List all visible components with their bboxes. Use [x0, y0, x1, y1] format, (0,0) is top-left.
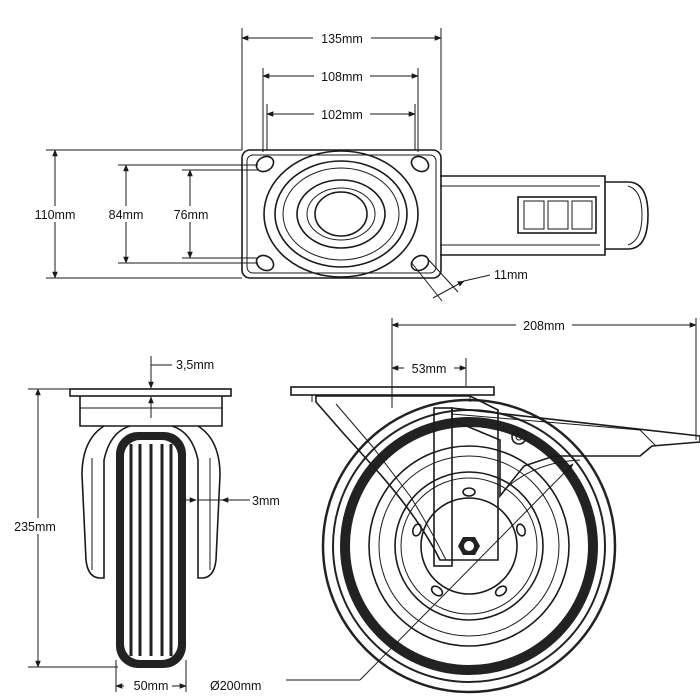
front-wheel [116, 432, 186, 668]
dim-bolt-vertical-84: 84mm [109, 208, 144, 222]
front-view: 3,5mm 235mm 3mm 50mm [8, 356, 280, 694]
front-fork [81, 425, 221, 579]
side-view: 208mm 53mm Ø200mm [210, 317, 700, 694]
dim-wheel-width: 50mm [134, 679, 169, 693]
swivel-bearing-top [263, 150, 419, 278]
dim-bolt-hole: 11mm [494, 268, 528, 282]
dim-bolt-vertical-76: 76mm [174, 208, 209, 222]
dim-side-reach: 208mm [523, 319, 565, 333]
side-wheel [321, 398, 617, 694]
top-view: 135mm 108mm 102mm 110mm 84mm 76mm [28, 28, 649, 302]
dim-plate-width: 135mm [321, 32, 363, 46]
dim-bolt-spacing-102: 102mm [321, 108, 363, 122]
dim-total-height: 235mm [14, 520, 56, 534]
dim-plate-thickness: 3,5mm [176, 358, 214, 372]
side-fork [315, 395, 700, 567]
dim-plate-height: 110mm [35, 208, 76, 222]
dim-wheel-diameter: Ø200mm [210, 679, 261, 693]
brake-housing-top [440, 175, 649, 256]
dim-fork-thickness: 3mm [252, 494, 280, 508]
dim-bolt-spacing-108: 108mm [321, 70, 363, 84]
top-plate [241, 149, 442, 279]
dim-side-offset: 53mm [412, 362, 447, 376]
front-top-plate [69, 388, 232, 397]
